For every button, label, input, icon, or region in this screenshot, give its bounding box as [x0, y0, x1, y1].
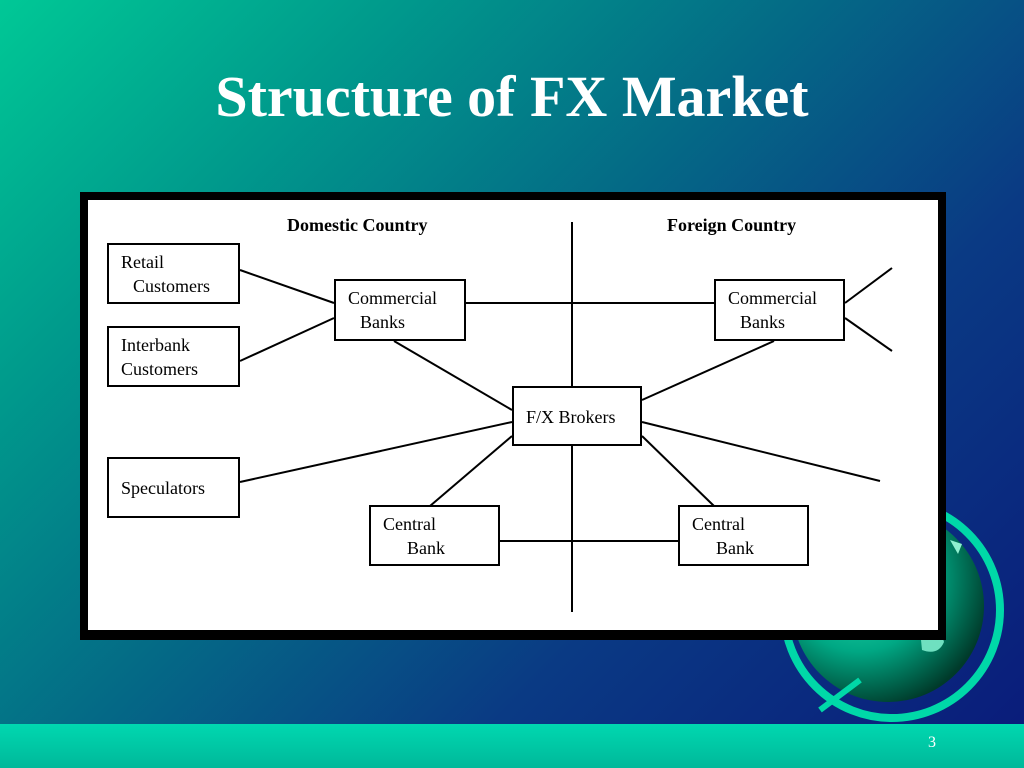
- domestic-country-heading: Domestic Country: [287, 215, 428, 235]
- domestic-commercial-banks-box: Commercial Banks: [334, 279, 466, 341]
- interbank-customers-box: Interbank Customers: [107, 326, 240, 387]
- domestic-commercial-banks-line-1: Commercial: [348, 288, 437, 308]
- brokers-to-domestic-central-bank-line: [429, 435, 513, 507]
- interbank-customers-line-2: Customers: [121, 359, 199, 379]
- brokers-to-foreign-banks-line: [641, 340, 775, 401]
- fx-brokers-box: F/X Brokers: [512, 386, 642, 446]
- interbank-to-banks-line: [239, 317, 335, 362]
- brokers-to-foreign-central-bank-line: [641, 435, 715, 507]
- foreign-banks-upper-line: [844, 267, 893, 304]
- bottom-bar: [0, 724, 1024, 768]
- diagram-frame: Domestic Country Foreign Country Retail …: [80, 192, 946, 640]
- speculators-box: Speculators: [107, 457, 240, 518]
- retail-to-banks-line: [239, 269, 335, 304]
- foreign-central-bank-box: Central Bank: [678, 505, 809, 566]
- retail-customers-box: Retail Customers: [107, 243, 240, 304]
- domestic-central-bank-box: Central Bank: [369, 505, 500, 566]
- banks-to-brokers-line: [393, 340, 513, 411]
- speculators-line-1: Speculators: [121, 478, 205, 498]
- domestic-central-bank-line-2: Bank: [407, 538, 445, 558]
- foreign-commercial-banks-box: Commercial Banks: [714, 279, 845, 341]
- foreign-central-bank-line-1: Central: [692, 514, 745, 534]
- slide-title: Structure of FX Market: [215, 64, 809, 129]
- foreign-central-bank-line-2: Bank: [716, 538, 754, 558]
- connector-lines: [239, 222, 893, 612]
- speculators-to-brokers-line: [239, 421, 513, 483]
- foreign-banks-lower-line: [844, 317, 893, 352]
- brokers-to-foreign-market-line: [641, 421, 881, 482]
- foreign-commercial-banks-line-2: Banks: [740, 312, 785, 332]
- diagram-canvas: Domestic Country Foreign Country Retail …: [88, 200, 938, 630]
- page-number: 3: [928, 734, 936, 751]
- domestic-central-bank-line-1: Central: [383, 514, 436, 534]
- interbank-customers-line-1: Interbank: [121, 335, 190, 355]
- domestic-commercial-banks-line-2: Banks: [360, 312, 405, 332]
- foreign-commercial-banks-line-1: Commercial: [728, 288, 817, 308]
- retail-customers-line-2: Customers: [133, 276, 211, 296]
- retail-customers-line-1: Retail: [121, 252, 164, 272]
- foreign-country-heading: Foreign Country: [667, 215, 797, 235]
- fx-brokers-line-1: F/X Brokers: [526, 407, 616, 427]
